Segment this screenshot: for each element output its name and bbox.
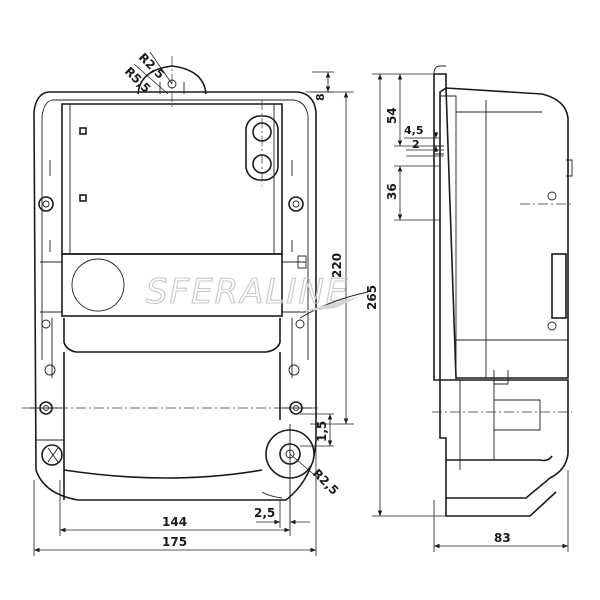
terminal-cover	[63, 318, 281, 353]
dim-2: 2	[412, 138, 420, 151]
cover-panel	[61, 103, 283, 255]
seal-strip	[61, 253, 283, 317]
terminal-block	[439, 379, 569, 499]
dim-1-5: 1,5	[315, 421, 329, 442]
back-plate	[433, 73, 447, 381]
dim-top-offset: 8	[314, 93, 327, 101]
dim-36: 36	[385, 183, 399, 200]
dim-54: 54	[385, 107, 399, 124]
dim-265: 265	[365, 285, 379, 310]
dim-175: 175	[162, 535, 187, 549]
dim-83: 83	[494, 531, 511, 545]
screw-icon	[38, 196, 304, 212]
side-dimensions: 265 54 4,5 2 36 83	[365, 73, 569, 552]
dim-4-5: 4,5	[404, 124, 424, 137]
dim-144: 144	[162, 515, 187, 529]
watermark-text: SFERALINE	[146, 272, 349, 312]
dim-2-5: 2,5	[254, 506, 275, 520]
side-view	[433, 65, 573, 517]
housing-outline	[33, 91, 317, 501]
dim-220: 220	[330, 253, 344, 278]
watermark: SFERALINE	[145, 271, 369, 319]
dim-r2-5-bottom: R2,5	[310, 466, 341, 497]
side-body	[445, 87, 569, 379]
